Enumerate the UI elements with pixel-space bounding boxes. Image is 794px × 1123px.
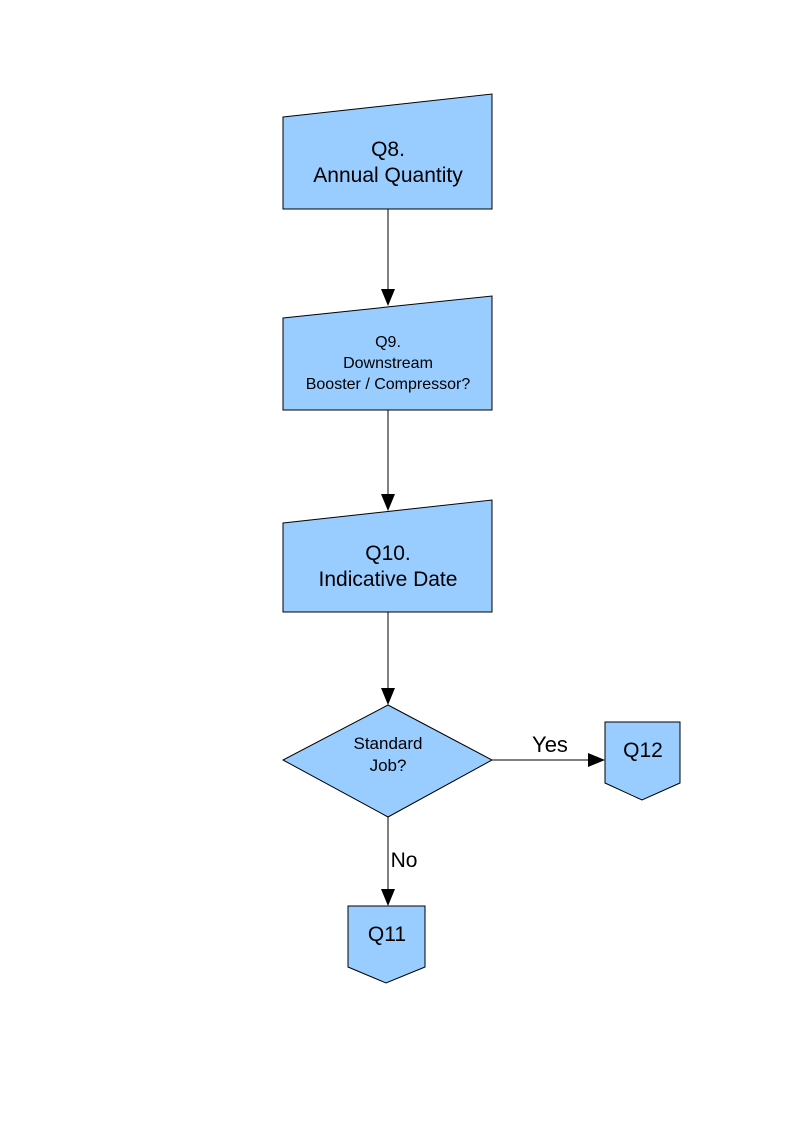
decision-label-line1: Standard (353, 734, 423, 753)
connector-q12-label-line1: Q12 (623, 739, 663, 762)
node-q10-label-line2: Indicative Date (318, 568, 458, 591)
connector-q11-shape (347, 905, 426, 984)
connector-q12-label: Q12 (605, 738, 681, 764)
node-q9-label: Q9. Downstream Booster / Compressor? (283, 332, 493, 395)
node-q9-label-line3: Booster / Compressor? (305, 376, 471, 393)
edge-yes-label: Yes (532, 732, 568, 757)
node-q9-shape (282, 295, 493, 411)
edge-decision-q11-arrowhead (381, 889, 395, 906)
node-q10-shape (282, 499, 493, 613)
connector-q11-label-line1: Q11 (367, 923, 407, 946)
edge-q10-decision-arrowhead (381, 688, 395, 705)
node-q9-label-line2: Downstream (343, 355, 433, 372)
node-q10-label: Q10. Indicative Date (283, 541, 493, 593)
edge-no-label: No (390, 849, 418, 872)
connector-q11-label: Q11 (348, 922, 426, 948)
node-q8-label-line1: Q8. (371, 138, 405, 161)
node-q9-label-line1: Q9. (375, 334, 401, 351)
edge-q8-q9-arrowhead (381, 289, 395, 306)
edge-decision-q12-arrowhead (588, 753, 605, 767)
decision-standard-job-label: Standard Job? (283, 733, 493, 777)
node-q8-label-line2: Annual Quantity (313, 164, 463, 187)
edge-q9-q10-arrowhead (381, 494, 395, 511)
connector-q12-shape (604, 721, 681, 801)
node-q8-label: Q8. Annual Quantity (283, 137, 493, 189)
decision-label-line2: Job? (369, 756, 407, 775)
node-q10-label-line1: Q10. (365, 542, 411, 565)
node-q8-shape (282, 93, 493, 210)
